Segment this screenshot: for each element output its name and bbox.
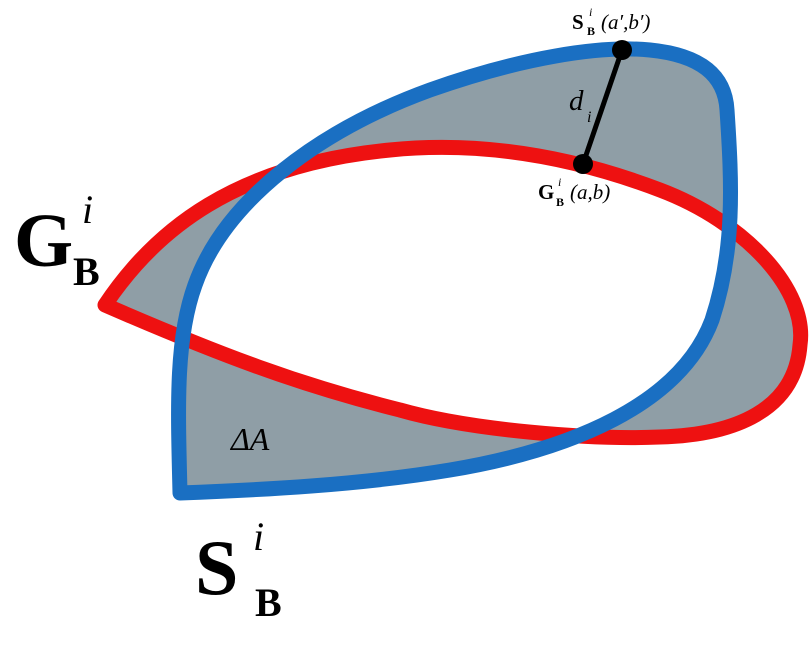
g-curve <box>97 139 809 446</box>
point-g-label-sub: B <box>556 195 564 209</box>
g-label: G <box>14 199 73 283</box>
point-g <box>573 154 593 174</box>
s-label-sub: B <box>255 580 282 625</box>
point-g-label-sup: i <box>558 175 561 189</box>
s-label-sup: i <box>253 514 264 559</box>
point-s-label-sup: i <box>589 5 592 19</box>
s-curve <box>171 41 739 501</box>
point-s-label-base: S <box>572 10 584 34</box>
s-label: S <box>195 524 238 611</box>
g-label-sub: B <box>73 249 100 294</box>
distance-label-base: d <box>569 85 584 117</box>
g-label-sup: i <box>82 187 93 232</box>
area-label: ΔA <box>229 421 270 457</box>
point-g-label-base: G <box>538 180 554 204</box>
point-g-label-args: (a,b) <box>570 180 610 204</box>
g-label-base: G <box>14 199 73 283</box>
distance-segment <box>580 49 625 165</box>
point-s-label-sub: B <box>587 24 595 38</box>
point-s <box>612 40 632 60</box>
distance-label-sub: i <box>587 109 591 126</box>
point-s-label-args: (a′,b′) <box>601 10 650 34</box>
